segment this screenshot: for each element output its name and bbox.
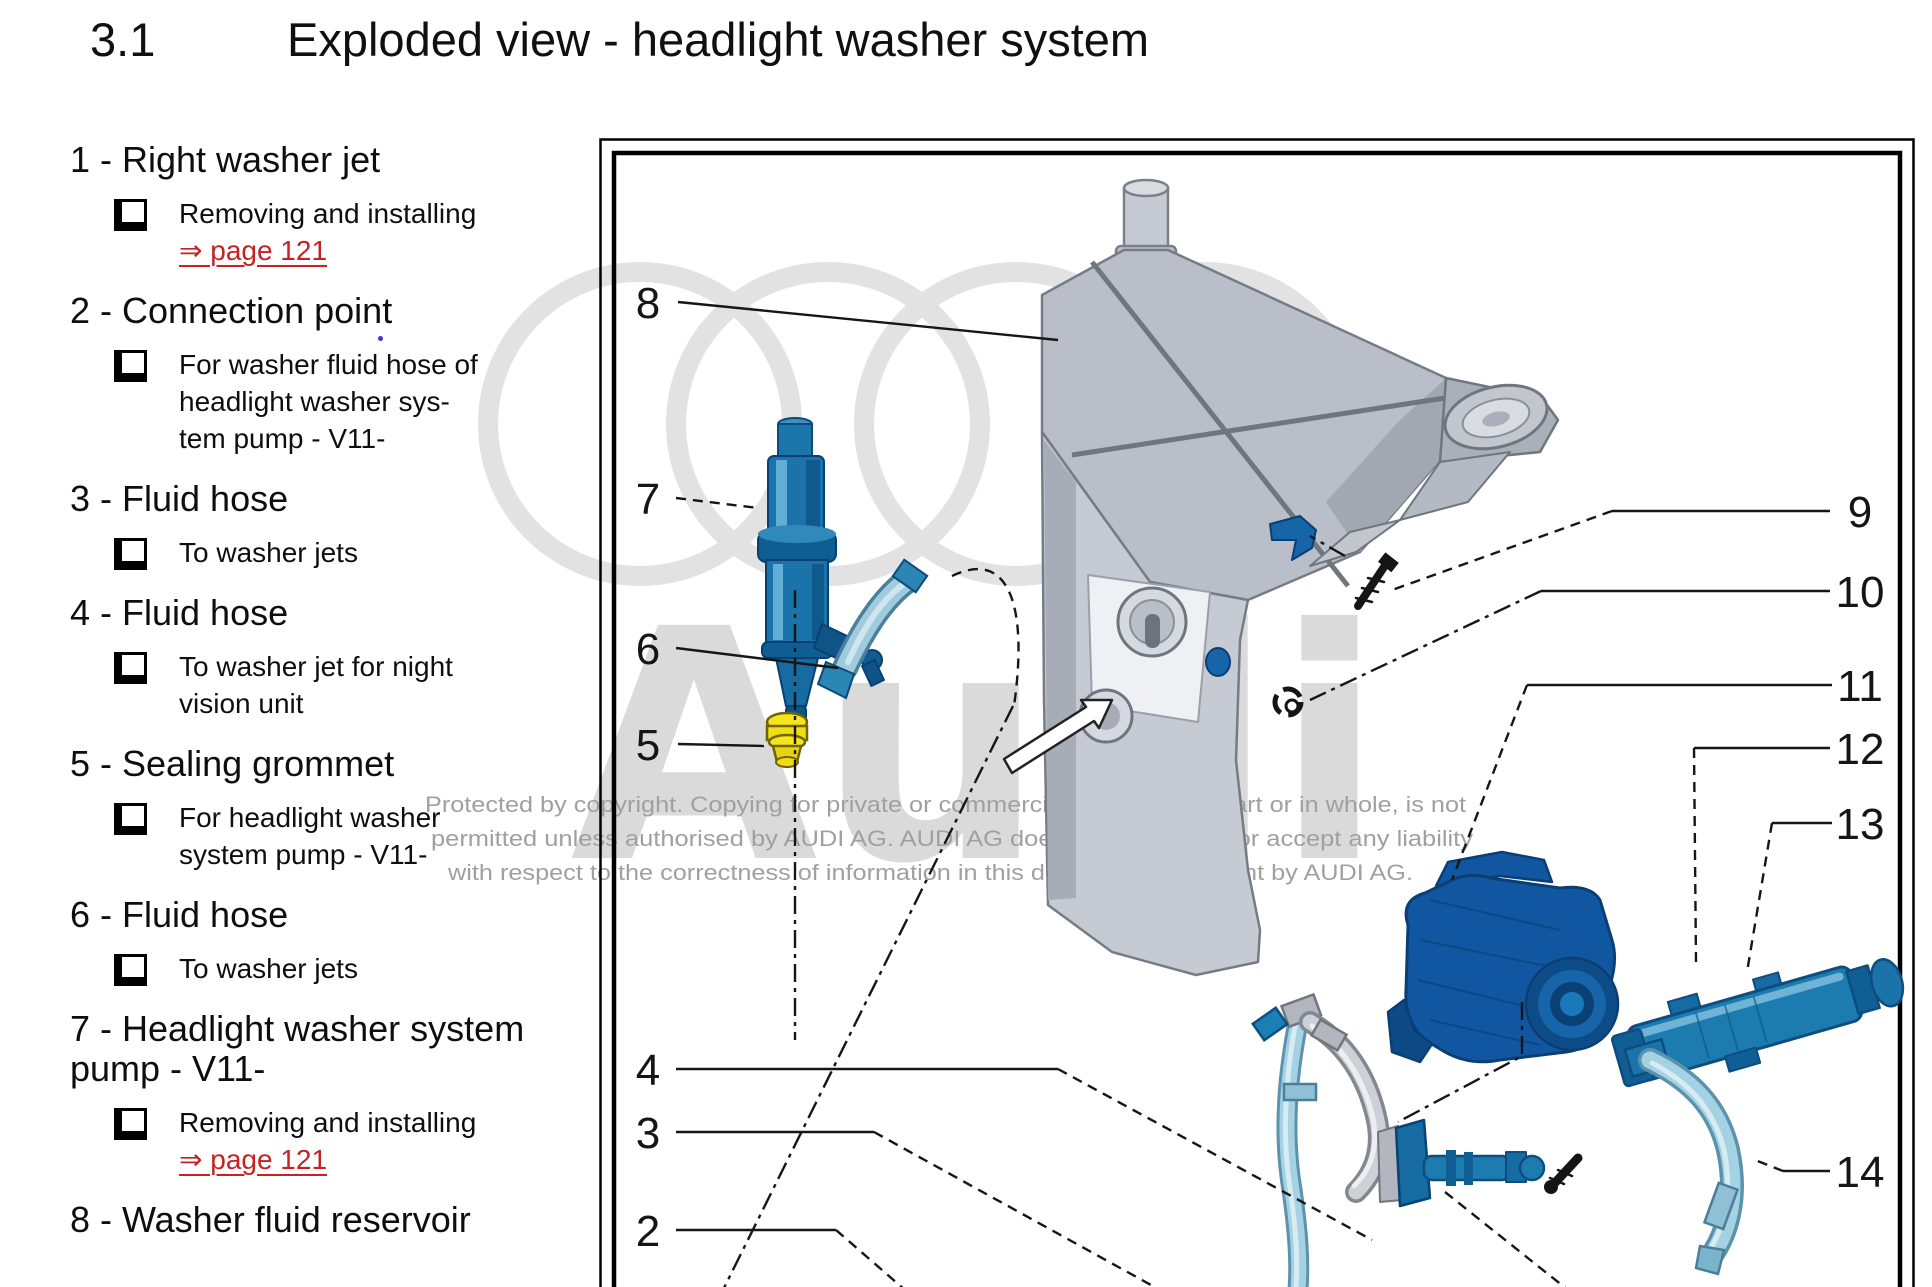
part-label: 6 - Fluid hose (70, 894, 289, 935)
parts-list: 1 - Right washer jet Removing and instal… (70, 140, 590, 1262)
part-label: 5 - Sealing grommet (70, 743, 395, 784)
part-item-8: 8 - Washer fluid reservoir (70, 1200, 590, 1240)
part-item-5: 5 - Sealing grommet For headlight washer… (70, 744, 590, 873)
part-item-2: 2 - Connection point For washer fluid ho… (70, 291, 590, 457)
part-label: 3 - Fluid hose (70, 478, 289, 519)
part-label: 8 - Washer fluid reservoir (70, 1199, 471, 1240)
headlight-washer-pump-v11 (757, 417, 885, 733)
checkbox-bullet-icon (114, 1108, 147, 1140)
part-item-3: 3 - Fluid hose To washer jets (70, 479, 590, 571)
part-label: 7 - Headlight washer system (70, 1008, 525, 1049)
washer-jet-cylinder (1610, 958, 1905, 1088)
screw-small (1544, 1153, 1583, 1194)
part-sub-line: For headlight washer (179, 802, 441, 833)
part-sub-line: tem pump - V11- (179, 423, 386, 454)
part-sub-line: To washer jets (179, 537, 358, 568)
callout-4: 4 (636, 1046, 660, 1095)
part-item-1: 1 - Right washer jet Removing and instal… (70, 140, 590, 269)
part-item-6: 6 - Fluid hose To washer jets (70, 895, 590, 987)
part-sub-line: To washer jet for night (179, 651, 453, 682)
page-121-link[interactable]: ⇒ page 121 (179, 1144, 328, 1175)
callout-2: 2 (636, 1207, 660, 1256)
checkbox-bullet-icon (114, 199, 147, 231)
part-label: 1 - Right washer jet (70, 139, 381, 180)
part-label: 4 - Fluid hose (70, 592, 289, 633)
callout-11: 11 (1837, 662, 1883, 711)
stray-dot (378, 336, 383, 341)
part-sub-line: Removing and installing (179, 1107, 477, 1138)
screw-9 (1354, 552, 1399, 610)
part-sub-line: To washer jets (179, 953, 358, 984)
checkbox-bullet-icon (114, 538, 147, 570)
hose-clamp-10 (1272, 686, 1304, 718)
callout-14: 14 (1836, 1148, 1885, 1197)
fluid-hose-6 (816, 558, 929, 700)
callout-5: 5 (636, 721, 660, 770)
part-item-7: 7 - Headlight washer system pump - V11- … (70, 1009, 590, 1178)
leader-lines (675, 300, 1832, 1287)
fluid-hose-4 (1299, 1011, 1390, 1203)
fluid-hose-14 (1623, 1037, 1744, 1276)
washer-fluid-reservoir (1040, 178, 1560, 977)
section-number: 3.1 (90, 13, 156, 66)
callout-7: 7 (636, 475, 660, 524)
checkbox-bullet-icon (114, 652, 147, 684)
checkbox-bullet-icon (114, 350, 147, 382)
part-sub-line: For washer fluid hose of (179, 349, 478, 380)
jet-bracket-assembly (1377, 1118, 1546, 1208)
checkbox-bullet-icon (114, 803, 147, 835)
callout-12: 12 (1836, 725, 1885, 774)
part-sub-line: Removing and installing (179, 198, 477, 229)
callout-9: 9 (1848, 488, 1872, 537)
part-sub-line: system pump - V11- (179, 839, 428, 870)
copyright-line: Protected by copyright. Copying for priv… (425, 792, 1466, 817)
fluid-hose-3 (1251, 992, 1323, 1287)
callout-3: 3 (636, 1109, 660, 1158)
part-item-4: 4 - Fluid hose To washer jet for night v… (70, 593, 590, 722)
figure-frame (599, 138, 1915, 1287)
callout-10: 10 (1836, 568, 1885, 617)
part-sub-line: headlight washer sys- (179, 386, 450, 417)
part-label: pump - V11- (70, 1048, 266, 1089)
page-title: Exploded view - headlight washer system (287, 13, 1150, 66)
checkbox-bullet-icon (114, 954, 147, 986)
callout-6: 6 (636, 625, 660, 674)
washer-unit-motor (1386, 850, 1620, 1064)
part-sub-line: vision unit (179, 688, 304, 719)
page-121-link[interactable]: ⇒ page 121 (179, 235, 328, 266)
callout-8: 8 (636, 279, 660, 328)
callout-numbers: 8 7 6 5 4 3 2 9 10 11 12 13 14 (636, 279, 1885, 1256)
insertion-arrow-icon (1002, 698, 1114, 775)
reservoir-cap-opening (1309, 376, 1560, 567)
reservoir-clip (1269, 515, 1317, 561)
callout-13: 13 (1836, 800, 1885, 849)
pump-connection-port (1205, 647, 1231, 677)
part-label: 2 - Connection point (70, 290, 393, 331)
